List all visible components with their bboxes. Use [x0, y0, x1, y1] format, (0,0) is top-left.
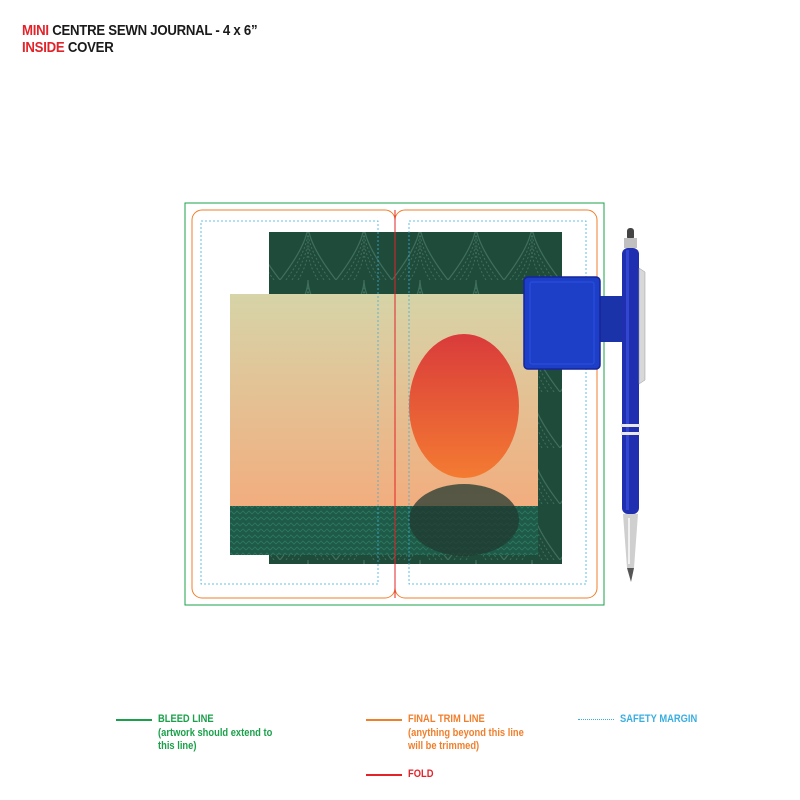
legend-bleed-note: (artwork should extend to this line)	[158, 727, 273, 752]
sun-oval	[409, 334, 519, 478]
legend-trim-label: FINAL TRIM LINE	[408, 713, 485, 725]
oval-shadow	[409, 484, 519, 556]
safety-margin-right	[408, 220, 587, 585]
title-section: COVER	[67, 39, 114, 56]
legend-trim-note: (anything beyond this line will be trimm…	[408, 727, 524, 752]
legend-fold-label: FOLD	[408, 768, 434, 780]
bleed-line-swatch	[116, 719, 152, 721]
title-highlight-mini: MINI	[22, 22, 49, 39]
fold-line-swatch	[366, 774, 402, 776]
safety-margin-left	[200, 220, 379, 585]
bleed-line	[184, 202, 605, 606]
title-highlight-inside: INSIDE	[22, 39, 65, 56]
title-product: CENTRE SEWN JOURNAL - 4 x 6”	[52, 22, 258, 39]
page-title: MINI CENTRE SEWN JOURNAL - 4 x 6” INSIDE…	[22, 22, 258, 56]
pen-icon	[621, 228, 646, 582]
safety-margin-swatch	[578, 719, 614, 720]
trim-line-swatch	[366, 719, 402, 721]
legend-safety-label: SAFETY MARGIN	[620, 713, 698, 725]
legend-bleed-label: BLEED LINE	[158, 713, 214, 725]
